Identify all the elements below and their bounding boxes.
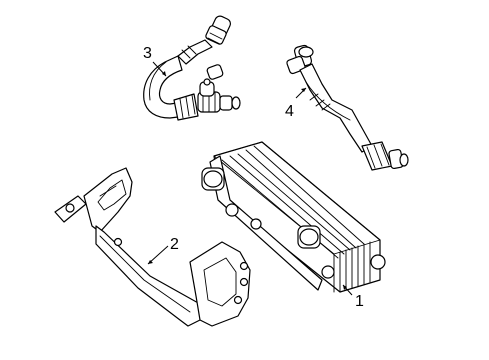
callout-4: 4 <box>285 87 307 120</box>
cooler-hose-upper <box>143 15 241 121</box>
cooler-bracket <box>54 167 251 327</box>
callout-3-label: 3 <box>143 45 152 62</box>
cooler-hose-right <box>286 44 409 171</box>
callout-3: 3 <box>143 45 167 77</box>
callout-1-label: 1 <box>355 293 364 310</box>
callout-4-label: 4 <box>285 103 294 120</box>
callout-2-label: 2 <box>170 236 179 253</box>
oil-cooler <box>201 141 386 293</box>
callout-1: 1 <box>342 284 364 310</box>
callout-2: 2 <box>147 236 179 265</box>
